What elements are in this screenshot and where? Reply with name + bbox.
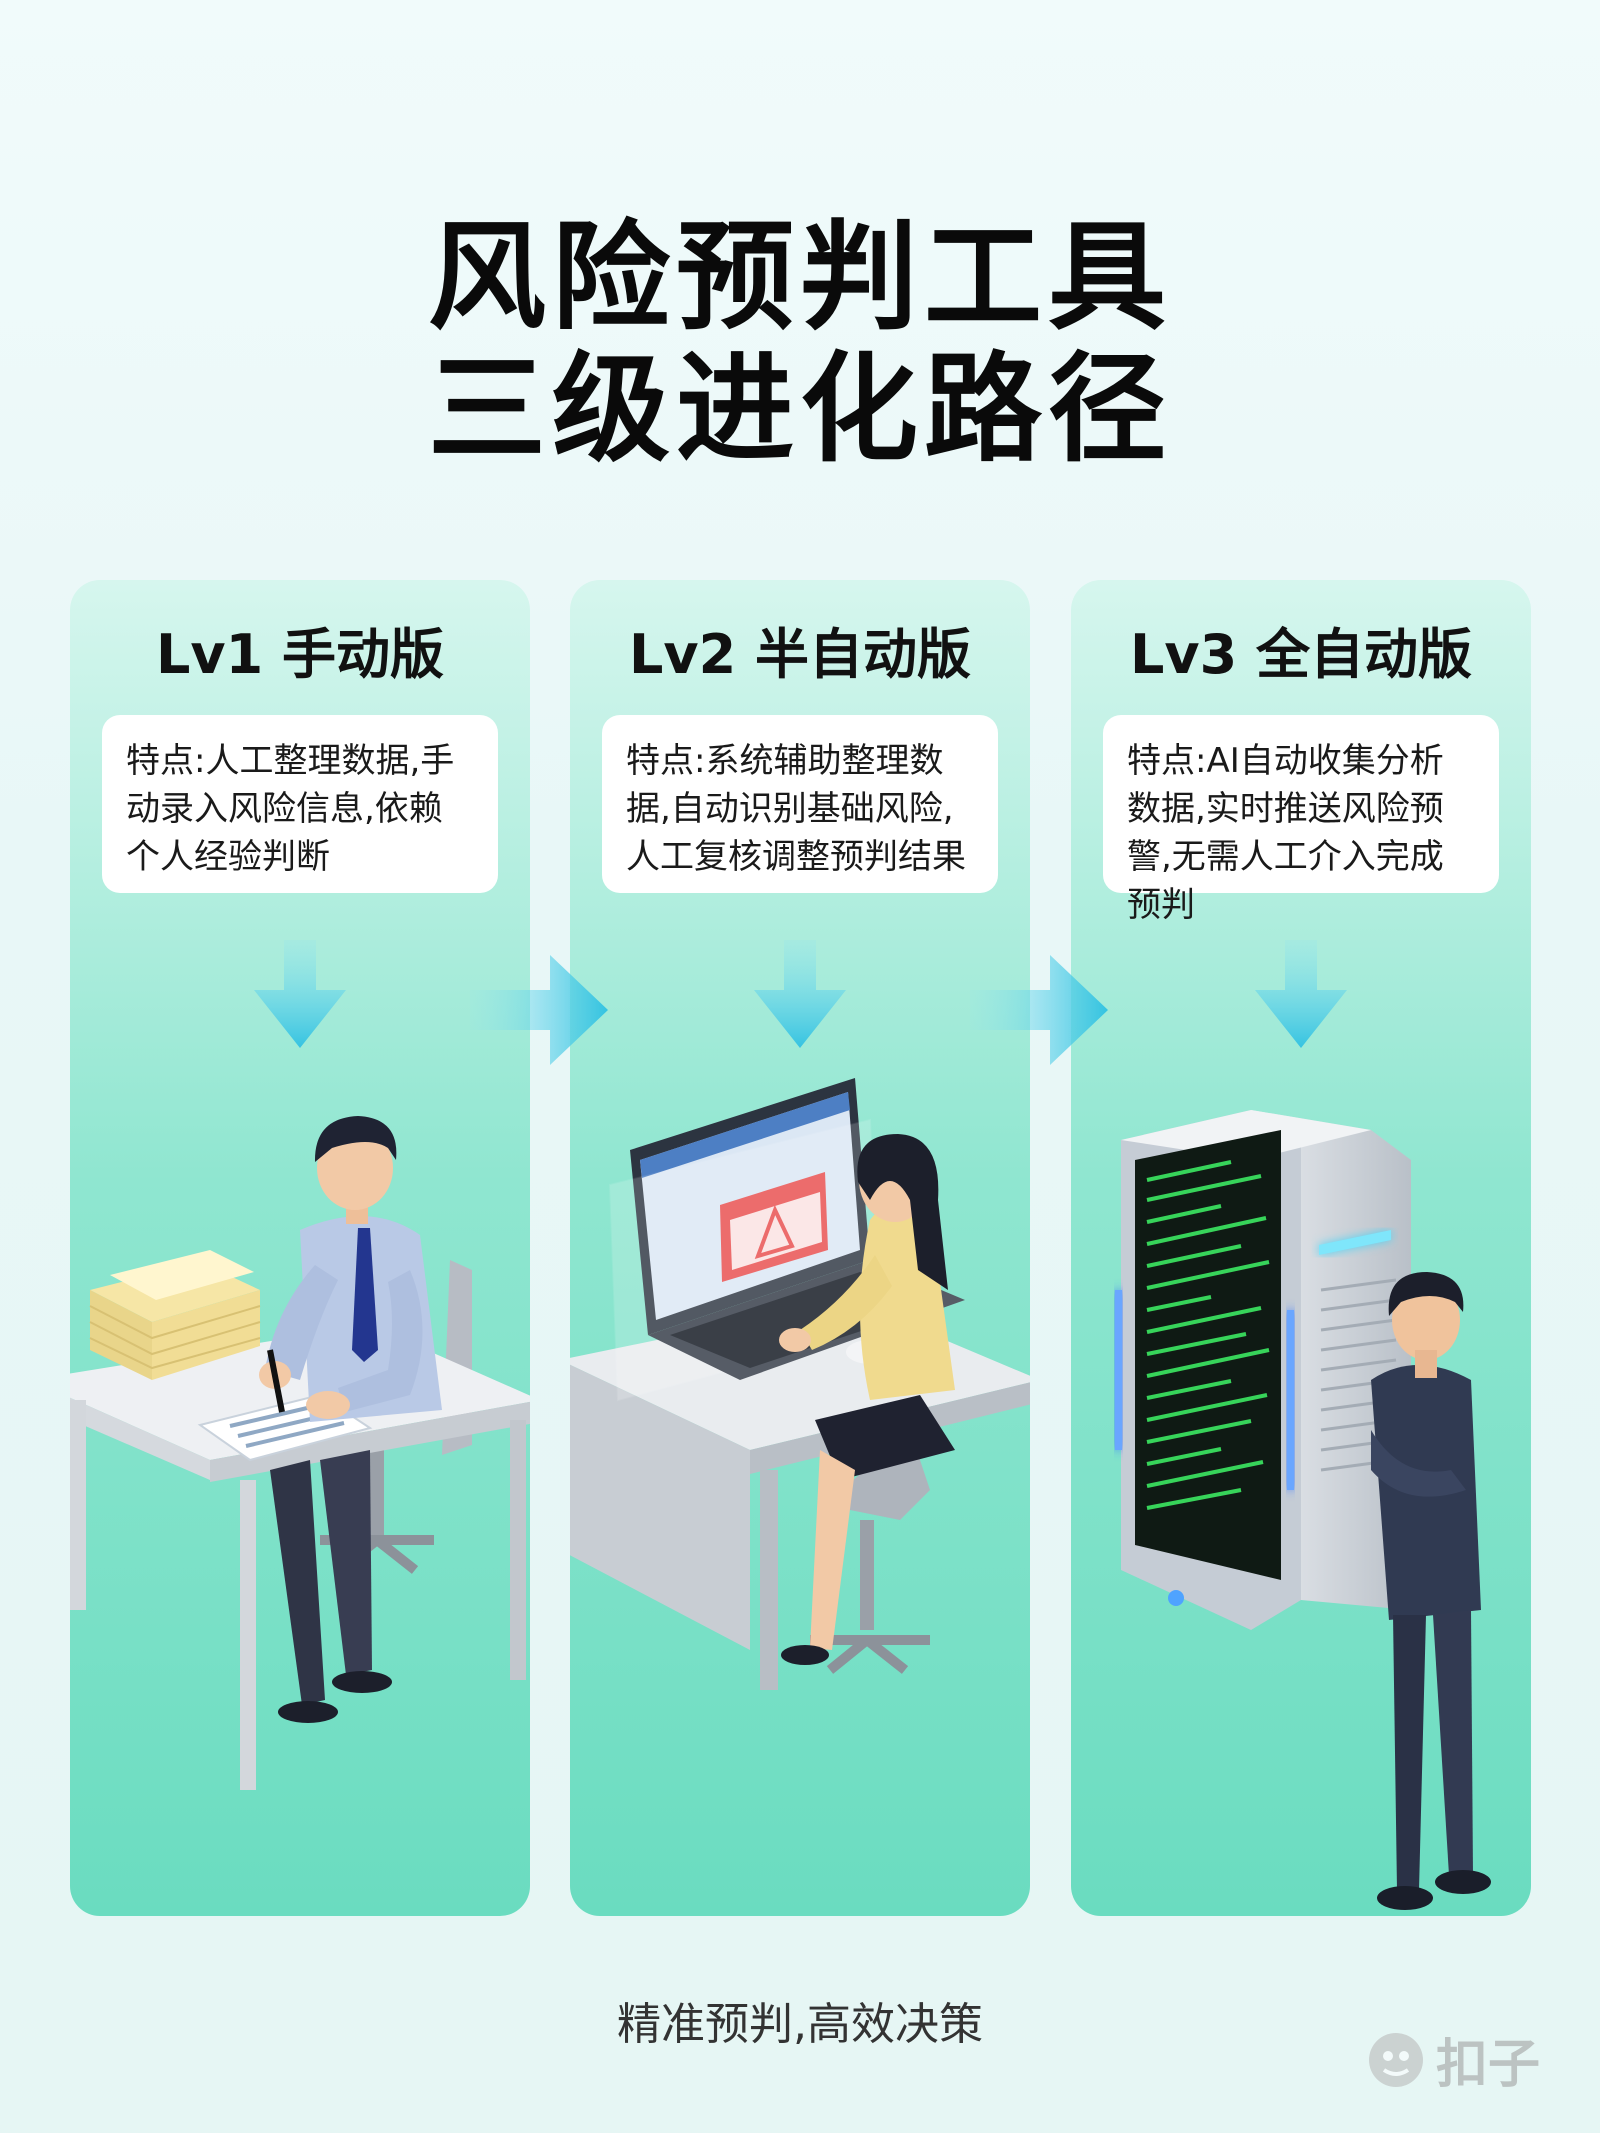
ai-server-illustration — [1115, 1110, 1491, 1910]
page-title-line-1: 风险预判工具 — [427, 208, 1172, 346]
level-card-2: Lv2 半自动版 特点:系统辅助整理数据,自动识别基础风险,人工复核调整预判结果 — [570, 580, 1030, 1916]
level-card-1: Lv1 手动版 特点:人工整理数据,手动录入风险信息,依赖个人经验判断 — [70, 580, 530, 1916]
coze-logo-icon — [1368, 2032, 1423, 2087]
level-1-title: Lv1 手动版 — [156, 623, 444, 686]
right-arrow-icon — [470, 955, 608, 1065]
semi-auto-worker-illustration — [570, 1078, 1030, 1690]
level-2-title: Lv2 半自动版 — [629, 623, 971, 686]
right-arrow-icon — [970, 955, 1108, 1065]
watermark: 扣子 — [1366, 2022, 1540, 2097]
footer-slogan: 精准预判,高效决策 — [617, 1999, 983, 2050]
page-title-line-2: 三级进化路径 — [427, 340, 1172, 478]
down-arrow-icon — [1255, 940, 1347, 1048]
watermark-text: 扣子 — [1435, 2035, 1540, 2095]
level-card-3: Lv3 全自动版 特点:AI自动收集分析数据,实时推送风险预警,无需人工介入完成… — [1071, 580, 1531, 1916]
manual-worker-illustration — [70, 1116, 530, 1790]
level-2-description: 特点:系统辅助整理数据,自动识别基础风险,人工复核调整预判结果 — [602, 715, 998, 893]
level-1-description: 特点:人工整理数据,手动录入风险信息,依赖个人经验判断 — [102, 715, 498, 893]
level-3-description: 特点:AI自动收集分析数据,实时推送风险预警,无需人工介入完成预判 — [1103, 715, 1499, 925]
down-arrow-icon — [754, 940, 846, 1048]
down-arrow-icon — [254, 940, 346, 1048]
level-3-title: Lv3 全自动版 — [1130, 623, 1472, 686]
